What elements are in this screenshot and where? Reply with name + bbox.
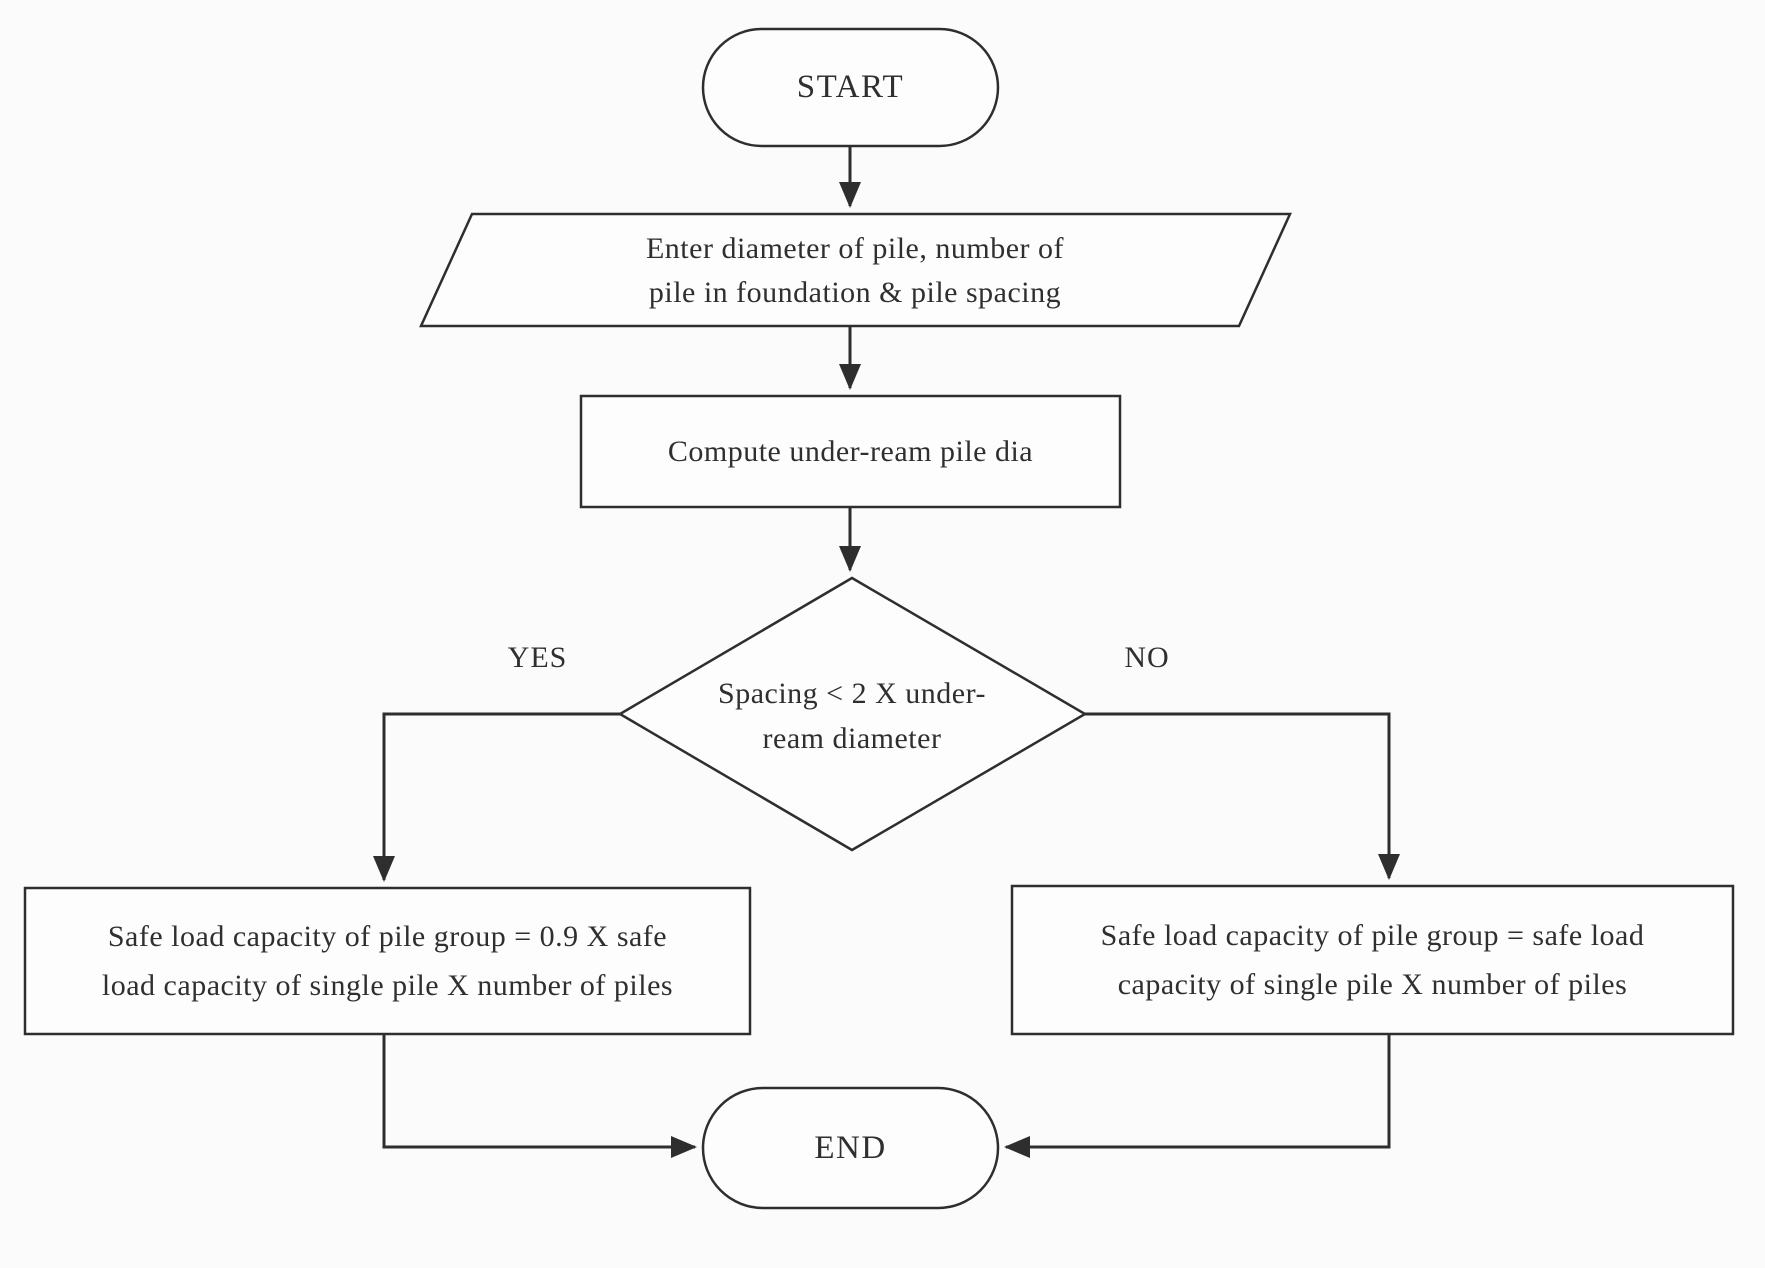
decision-label: Spacing < 2 X under- ream diameter (627, 668, 1077, 764)
decision-label-line1: Spacing < 2 X under- (718, 677, 986, 710)
decision-label-line2: ream diameter (762, 722, 942, 755)
result-yes-rect-shape (23, 886, 752, 1036)
start-label: START (796, 69, 905, 105)
result-no-line1: Safe load capacity of pile group = safe … (1100, 919, 1645, 952)
result-no-label: Safe load capacity of pile group = safe … (1017, 889, 1728, 1031)
input-label-line2: pile in foundation & pile spacing (648, 276, 1062, 309)
input-parallelogram-shape (419, 212, 1292, 328)
input-label-line1: Enter diameter of pile, number of (645, 232, 1064, 265)
result-yes-label: Safe load capacity of pile group = 0.9 X… (30, 891, 745, 1031)
connector-yes-result-to-end (382, 1034, 697, 1158)
result-yes-line1: Safe load capacity of pile group = 0.9 X… (107, 920, 668, 953)
end-terminal-shape (701, 1086, 1000, 1210)
connector-decision-yes (373, 712, 620, 882)
yes-branch-label: YES (507, 641, 568, 674)
process-label: Compute under-ream pile dia (667, 434, 1034, 468)
process-rect-shape (579, 394, 1122, 509)
result-yes-line2: load capacity of single pile X number of… (101, 969, 674, 1002)
start-terminal-shape (701, 27, 1000, 148)
result-no-line2: capacity of single pile X number of pile… (1117, 968, 1628, 1001)
connector-decision-no (1085, 712, 1400, 880)
end-label: END (814, 1129, 887, 1166)
connector-no-result-to-end (1004, 1034, 1391, 1158)
result-no-rect-shape (1010, 884, 1735, 1036)
decision-diamond-shape (617, 576, 1088, 852)
input-label: Enter diameter of pile, number of pile i… (460, 222, 1250, 320)
no-branch-label: NO (1124, 641, 1170, 674)
